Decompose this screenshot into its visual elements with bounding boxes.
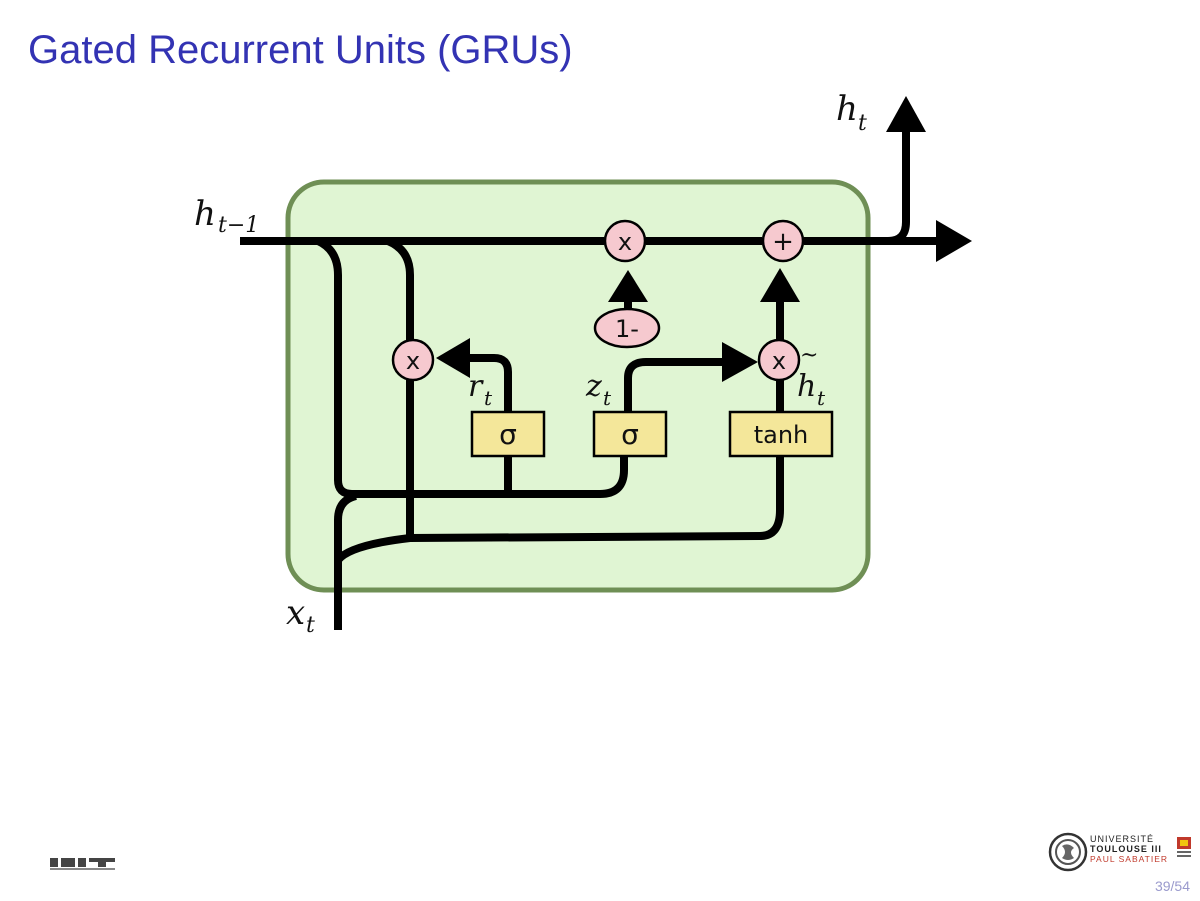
label-h-prev: h t−1: [194, 194, 259, 238]
reset-gate-line: [466, 354, 512, 412]
box-sigma-reset: σ: [470, 410, 546, 458]
output-arrow-right: [936, 220, 972, 262]
op-add-top: +: [761, 219, 805, 263]
irit-logo: [50, 858, 115, 870]
box-sigma-update: σ: [592, 410, 668, 458]
svg-text:x: x: [618, 228, 632, 256]
svg-text:1-: 1-: [615, 315, 639, 343]
hidden-state-line: [240, 130, 940, 245]
svg-text:x: x: [406, 347, 420, 375]
svg-text:t: t: [484, 386, 493, 410]
slide-title: Gated Recurrent Units (GRUs): [28, 28, 573, 72]
svg-text:h: h: [797, 369, 816, 404]
svg-text:r: r: [468, 369, 484, 404]
university-line-3: PAUL SABATIER: [1090, 854, 1169, 864]
label-z-gate: z t: [585, 369, 612, 410]
update-arrow-right: [722, 342, 758, 382]
op-multiply-top: x: [603, 219, 647, 263]
reset-arrow: [436, 338, 470, 378]
op-multiply-update: x: [757, 338, 801, 382]
university-line-1: UNIVERSITÉ: [1090, 834, 1155, 844]
op-multiply-reset: x: [391, 338, 435, 382]
svg-text:t: t: [858, 111, 867, 136]
svg-text:h: h: [836, 89, 858, 129]
svg-text:~: ~: [800, 343, 818, 368]
svg-text:h: h: [194, 194, 216, 234]
label-x-in: x t: [286, 593, 315, 638]
page-number: 39/54: [1154, 878, 1190, 894]
svg-text:+: +: [772, 227, 794, 257]
university-emblem-icon: [1177, 837, 1191, 857]
svg-text:z: z: [585, 369, 602, 404]
university-name: UNIVERSITÉ TOULOUSE III PAUL SABATIER: [1090, 834, 1168, 864]
svg-text:t: t: [817, 386, 826, 410]
output-arrow-up: [886, 96, 926, 132]
university-line-2: TOULOUSE III: [1090, 844, 1162, 854]
svg-text:σ: σ: [621, 418, 639, 451]
svg-text:t−1: t−1: [218, 213, 259, 238]
svg-text:x: x: [286, 593, 305, 633]
op-one-minus: 1-: [593, 307, 661, 349]
one-minus-arrow-up: [608, 270, 648, 302]
label-r-gate: r t: [468, 369, 493, 410]
candidate-arrow-up: [760, 268, 800, 302]
svg-text:t: t: [603, 386, 612, 410]
svg-text:t: t: [306, 613, 315, 638]
label-h-out: h t: [836, 89, 867, 136]
box-tanh: tanh: [728, 410, 834, 458]
h-prev-branches: [316, 237, 628, 535]
university-seal-logo: [1048, 832, 1088, 872]
svg-text:tanh: tanh: [754, 421, 809, 449]
x-input-lines: [334, 455, 784, 630]
gru-cell: [285, 179, 871, 593]
svg-text:σ: σ: [499, 418, 517, 451]
label-h-tilde: ~ h t: [797, 343, 826, 410]
svg-text:x: x: [772, 347, 786, 375]
